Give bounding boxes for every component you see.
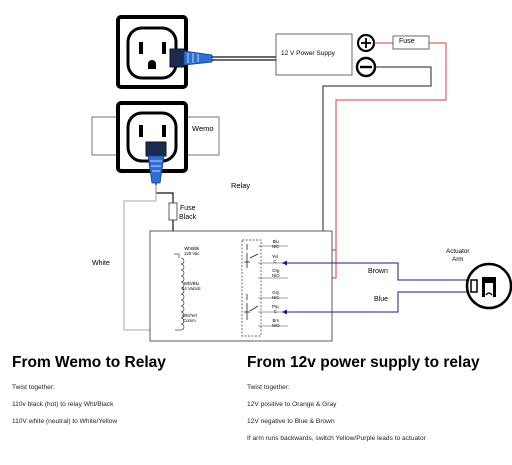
fuse-left-color-label: Black	[179, 214, 197, 221]
fuse-left-label: Fuse	[180, 205, 196, 212]
actuator-wire-blue	[282, 291, 471, 313]
power-supply-label: 12 V Power Suppy	[281, 50, 335, 57]
blue-label: Blue	[374, 296, 389, 303]
right-section-heading: From 12v power supply to relay	[247, 354, 480, 371]
minus-terminal-icon	[355, 56, 377, 78]
left-section-heading: From Wemo to Relay	[12, 354, 166, 371]
white-wire	[123, 185, 173, 331]
contact-switches	[244, 244, 259, 320]
contacts-box	[241, 239, 262, 337]
relay-label: Relay	[231, 181, 251, 190]
actuator-label-2: Arm	[452, 256, 464, 263]
right-line-1: Twist together:	[247, 384, 290, 391]
relay-coil	[180, 257, 185, 331]
left-line-2: 110v black (hot) to relay Wht/Black	[12, 401, 114, 408]
white-label: White	[92, 260, 110, 267]
right-line-4: If arm runs backwards, switch Yellow/Pur…	[247, 435, 426, 442]
plus-terminal-icon	[356, 33, 376, 53]
actuator-icon	[465, 262, 512, 310]
left-line-1: Twist together:	[12, 384, 55, 391]
wemo-label: Wemo	[192, 124, 214, 133]
right-line-3: 12V negative to Blue & Brown	[247, 418, 335, 425]
fuse-left	[168, 202, 178, 221]
power-supply-box	[275, 33, 353, 76]
relay-box	[149, 230, 333, 342]
actuator-wire-brown	[282, 262, 471, 281]
left-line-3: 110V white (neutral) to White/Yellow	[12, 418, 118, 425]
right-line-2: 12V positive to Orange & Gray	[247, 401, 337, 408]
fuse-top-label: Fuse	[399, 38, 415, 45]
brown-label: Brown	[368, 268, 388, 275]
actuator-label: Actuator	[446, 248, 470, 255]
wemo-plug	[145, 141, 167, 184]
top-plug	[169, 48, 213, 68]
